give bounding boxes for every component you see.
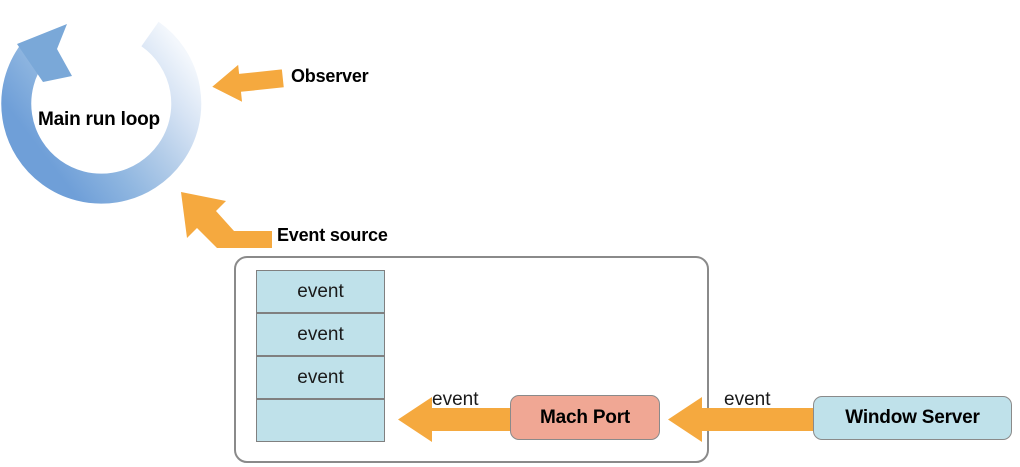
event-queue-cell-empty [256,399,385,442]
event-source-arrow-shape [181,192,272,248]
mach-port-box: Mach Port [510,395,660,440]
window-server-to-mach-port-arrow [668,397,813,442]
event-queue-container [234,256,709,463]
window-server-to-mach-port-arrow-label: event [724,389,771,410]
observer-arrow-shape [212,60,284,102]
event-source-arrow [181,192,272,248]
observer-label: Observer [291,66,369,86]
event-source-label: Event source [277,225,388,245]
event-queue-cell: event [256,313,385,356]
run-loop-arc [1,21,202,204]
window-server-box: Window Server [813,396,1012,440]
window-server-to-mach-port-arrow-shape [668,397,813,442]
run-loop-arrowhead [17,24,72,82]
event-queue-cell: event [256,356,385,399]
main-run-loop-label: Main run loop [38,109,160,130]
mach-port-to-queue-arrow [398,397,510,442]
mach-port-to-queue-arrow-label: event [432,389,479,410]
event-queue-cell: event [256,270,385,313]
mach-port-to-queue-arrow-shape [398,397,510,442]
main-run-loop-ring [1,21,202,204]
observer-arrow [212,60,284,102]
